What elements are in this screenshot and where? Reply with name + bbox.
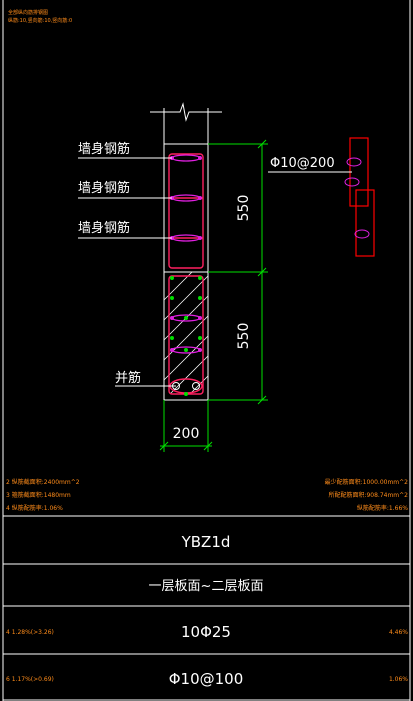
boundary-stirrups	[168, 275, 204, 395]
leader-lines	[78, 157, 176, 387]
label-wall-rebar-1: 墙身钢筋	[78, 141, 130, 157]
table-grid	[3, 515, 410, 701]
table-longitudinal-left: 4 1.28%(>3.26)	[6, 629, 54, 636]
table-stirrup: Φ10@100	[169, 670, 244, 688]
info-right-1: 最少配筋面积:1000.00mm^2	[325, 478, 409, 486]
label-wall-rebar-2: 墙身钢筋	[78, 180, 130, 196]
dim-550-upper: 550	[236, 195, 252, 222]
hatch-pattern	[163, 271, 209, 395]
info-left-1: 2 纵筋截面积:2400mm^2	[6, 478, 80, 486]
label-bundled-rebar: 并筋	[115, 370, 141, 386]
dimension-horizontal	[159, 400, 213, 452]
table-floor-range: 一层板面~二层板面	[149, 579, 264, 594]
dim-550-lower: 550	[236, 323, 252, 350]
header-line1: 全部纵向筋排钢图	[8, 9, 48, 16]
stirrup-spec-label: Φ10@200	[270, 156, 335, 171]
table-stirrup-right: 1.06%	[389, 676, 408, 683]
stirrup-detail	[268, 137, 375, 257]
table-component-name: YBZ1d	[181, 533, 231, 551]
wall-section	[150, 102, 222, 401]
dimension-vertical	[208, 139, 268, 405]
info-right-2: 所配配筋面积:908.74mm^2	[328, 491, 408, 499]
boundary-ties	[171, 314, 201, 354]
info-right-3: 纵筋配筋率:1.66%	[357, 504, 408, 512]
break-line	[150, 102, 222, 122]
info-left-2: 3 箍筋截面积:1480mm	[6, 491, 71, 499]
label-wall-rebar-3: 墙身钢筋	[78, 220, 130, 236]
table-longitudinal: 10Φ25	[181, 623, 231, 641]
header-line2: 纵筋:10,竖向筋:10,竖向筋:0	[8, 17, 72, 24]
table-stirrup-left: 6 1.17%(>0.69)	[6, 676, 54, 683]
dim-200: 200	[173, 426, 200, 442]
wall-stirrups	[168, 153, 204, 269]
table-longitudinal-right: 4.46%	[389, 629, 408, 636]
info-left-3: 4 纵筋配筋率:1.06%	[6, 504, 63, 512]
